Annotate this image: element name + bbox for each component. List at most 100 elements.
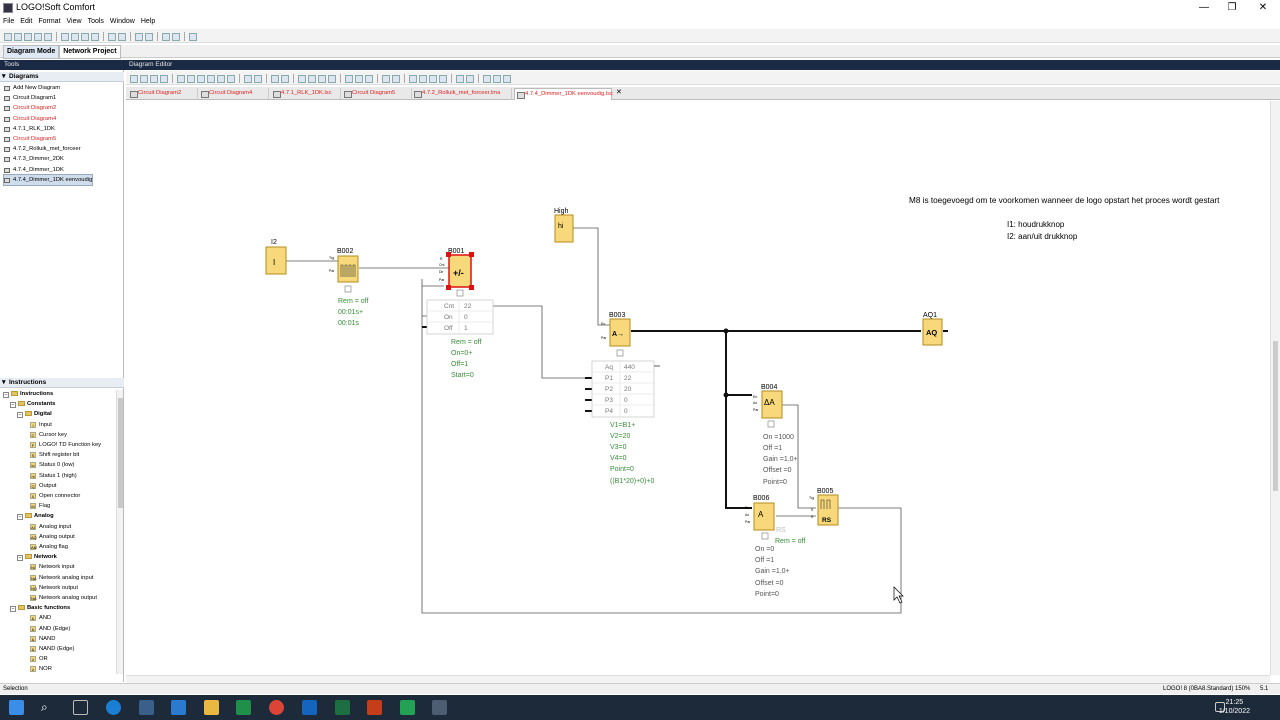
note-main[interactable]: M8 is toegevoegd om te voorkomen wanneer… [909, 196, 1220, 205]
menu-format[interactable]: Format [38, 18, 61, 25]
online-test-icon[interactable] [172, 33, 180, 41]
menu-edit[interactable]: Edit [20, 18, 33, 25]
aq1-block[interactable] [922, 318, 943, 346]
b004-block[interactable] [761, 390, 783, 419]
connector-icon[interactable] [318, 75, 326, 83]
collapse-icon[interactable]: − [3, 392, 9, 398]
layout-2-icon[interactable] [355, 75, 363, 83]
b001-expand-icon[interactable] [456, 289, 464, 297]
simulate-icon[interactable] [244, 75, 252, 83]
b006-block[interactable] [753, 502, 775, 531]
canvas-vertical-scrollbar[interactable] [1270, 101, 1280, 675]
menu-view[interactable]: View [66, 18, 82, 25]
diagram-list-item[interactable]: Circuit Diagram4 [4, 114, 56, 124]
tab-network-project[interactable]: Network Project [59, 45, 121, 59]
b004-expand-icon[interactable] [767, 420, 775, 428]
collapse-icon[interactable]: − [17, 514, 23, 521]
zoom-out-icon[interactable] [392, 75, 400, 83]
close-tab-icon[interactable]: ✕ [616, 89, 622, 96]
layout-3-icon[interactable] [365, 75, 373, 83]
instruction-tree-item[interactable]: &AND [30, 613, 51, 623]
wire-b004-b005[interactable] [782, 404, 816, 509]
align-right-icon[interactable] [207, 75, 215, 83]
network-icon[interactable] [456, 75, 464, 83]
diagram-list-item[interactable]: 4.7.2_Rolluik_met_forceer [4, 144, 81, 154]
tab-472-rolluik[interactable]: 4.7.2_Rolluik_met_forceer.lma [412, 88, 512, 100]
open-icon[interactable] [14, 33, 22, 41]
select-tool-icon[interactable] [130, 75, 138, 83]
collapse-icon[interactable]: − [10, 606, 16, 613]
diagram-list-item[interactable]: Add New Diagram [4, 83, 60, 93]
highlight-icon[interactable] [409, 75, 417, 83]
wire-high-b003[interactable] [572, 227, 610, 326]
delete-icon[interactable] [91, 33, 99, 41]
b001-block[interactable] [448, 254, 472, 288]
high-block[interactable] [554, 214, 574, 243]
align-left-icon[interactable] [187, 75, 195, 83]
outlook-icon[interactable] [302, 700, 317, 715]
move-icon[interactable] [493, 75, 501, 83]
instructions-scrollbar[interactable] [116, 390, 123, 674]
layout-1-icon[interactable] [345, 75, 353, 83]
diagrams-section-header[interactable]: Diagrams [0, 72, 124, 82]
excel-2-icon[interactable] [400, 700, 415, 715]
note-i2[interactable]: I2: aan/uit drukknop [1007, 232, 1078, 241]
canvas-horizontal-scrollbar[interactable] [126, 675, 1270, 683]
instruction-tree-item[interactable]: &NAND (Edge) [30, 644, 74, 654]
tray-pen-icon[interactable] [1215, 702, 1225, 712]
menu-tools[interactable]: Tools [87, 18, 104, 25]
logo-soft-icon[interactable] [432, 700, 447, 715]
sheets-icon[interactable] [236, 700, 251, 715]
collapse-icon[interactable]: − [17, 555, 23, 562]
label-icon[interactable] [328, 75, 336, 83]
save-icon[interactable] [34, 33, 42, 41]
chrome-icon[interactable] [269, 700, 284, 715]
i2-block[interactable] [265, 246, 287, 275]
align-top-icon[interactable] [217, 75, 225, 83]
powerpoint-icon[interactable] [367, 700, 382, 715]
wire-b001-b003par[interactable] [493, 305, 586, 379]
scrollbar-thumb[interactable] [118, 398, 123, 508]
grid-icon[interactable] [419, 75, 427, 83]
menu-help[interactable]: Help [140, 18, 156, 25]
diagram-canvas[interactable]: M8 is toegevoegd om te voorkomen wanneer… [126, 101, 1270, 675]
minimize-button[interactable]: — [1199, 2, 1209, 13]
constants-tool-icon[interactable] [150, 75, 158, 83]
instruction-tree-item[interactable]: &AND (Edge) [30, 624, 70, 634]
align-bottom-icon[interactable] [227, 75, 235, 83]
zoom-in-icon[interactable] [382, 75, 390, 83]
cut-icon[interactable] [61, 33, 69, 41]
tab-circuit-diagram5[interactable]: Circuit Diagram5 [342, 88, 412, 100]
copy-icon[interactable] [71, 33, 79, 41]
block-list-icon[interactable] [308, 75, 316, 83]
store-icon[interactable] [139, 700, 154, 715]
edge-icon[interactable] [106, 700, 121, 715]
maximize-button[interactable]: ❐ [1227, 2, 1237, 13]
simulation-icon[interactable] [162, 33, 170, 41]
tab-diagram-mode[interactable]: Diagram Mode [3, 45, 60, 59]
instruction-tree-item[interactable]: ≥OR [30, 654, 48, 664]
rotate-left-icon[interactable] [271, 75, 279, 83]
menu-window[interactable]: Window [109, 18, 135, 25]
search-icon[interactable]: ⌕ [41, 700, 48, 714]
mail-icon[interactable] [171, 700, 186, 715]
new-icon[interactable] [4, 33, 12, 41]
rotate-right-icon[interactable] [281, 75, 289, 83]
help-pointer-icon[interactable] [189, 33, 197, 41]
instruction-tree-item[interactable]: −Digital [17, 409, 52, 419]
wire-feedback-loop[interactable] [421, 279, 902, 614]
undo-icon[interactable] [108, 33, 116, 41]
task-view-icon[interactable] [73, 700, 88, 715]
